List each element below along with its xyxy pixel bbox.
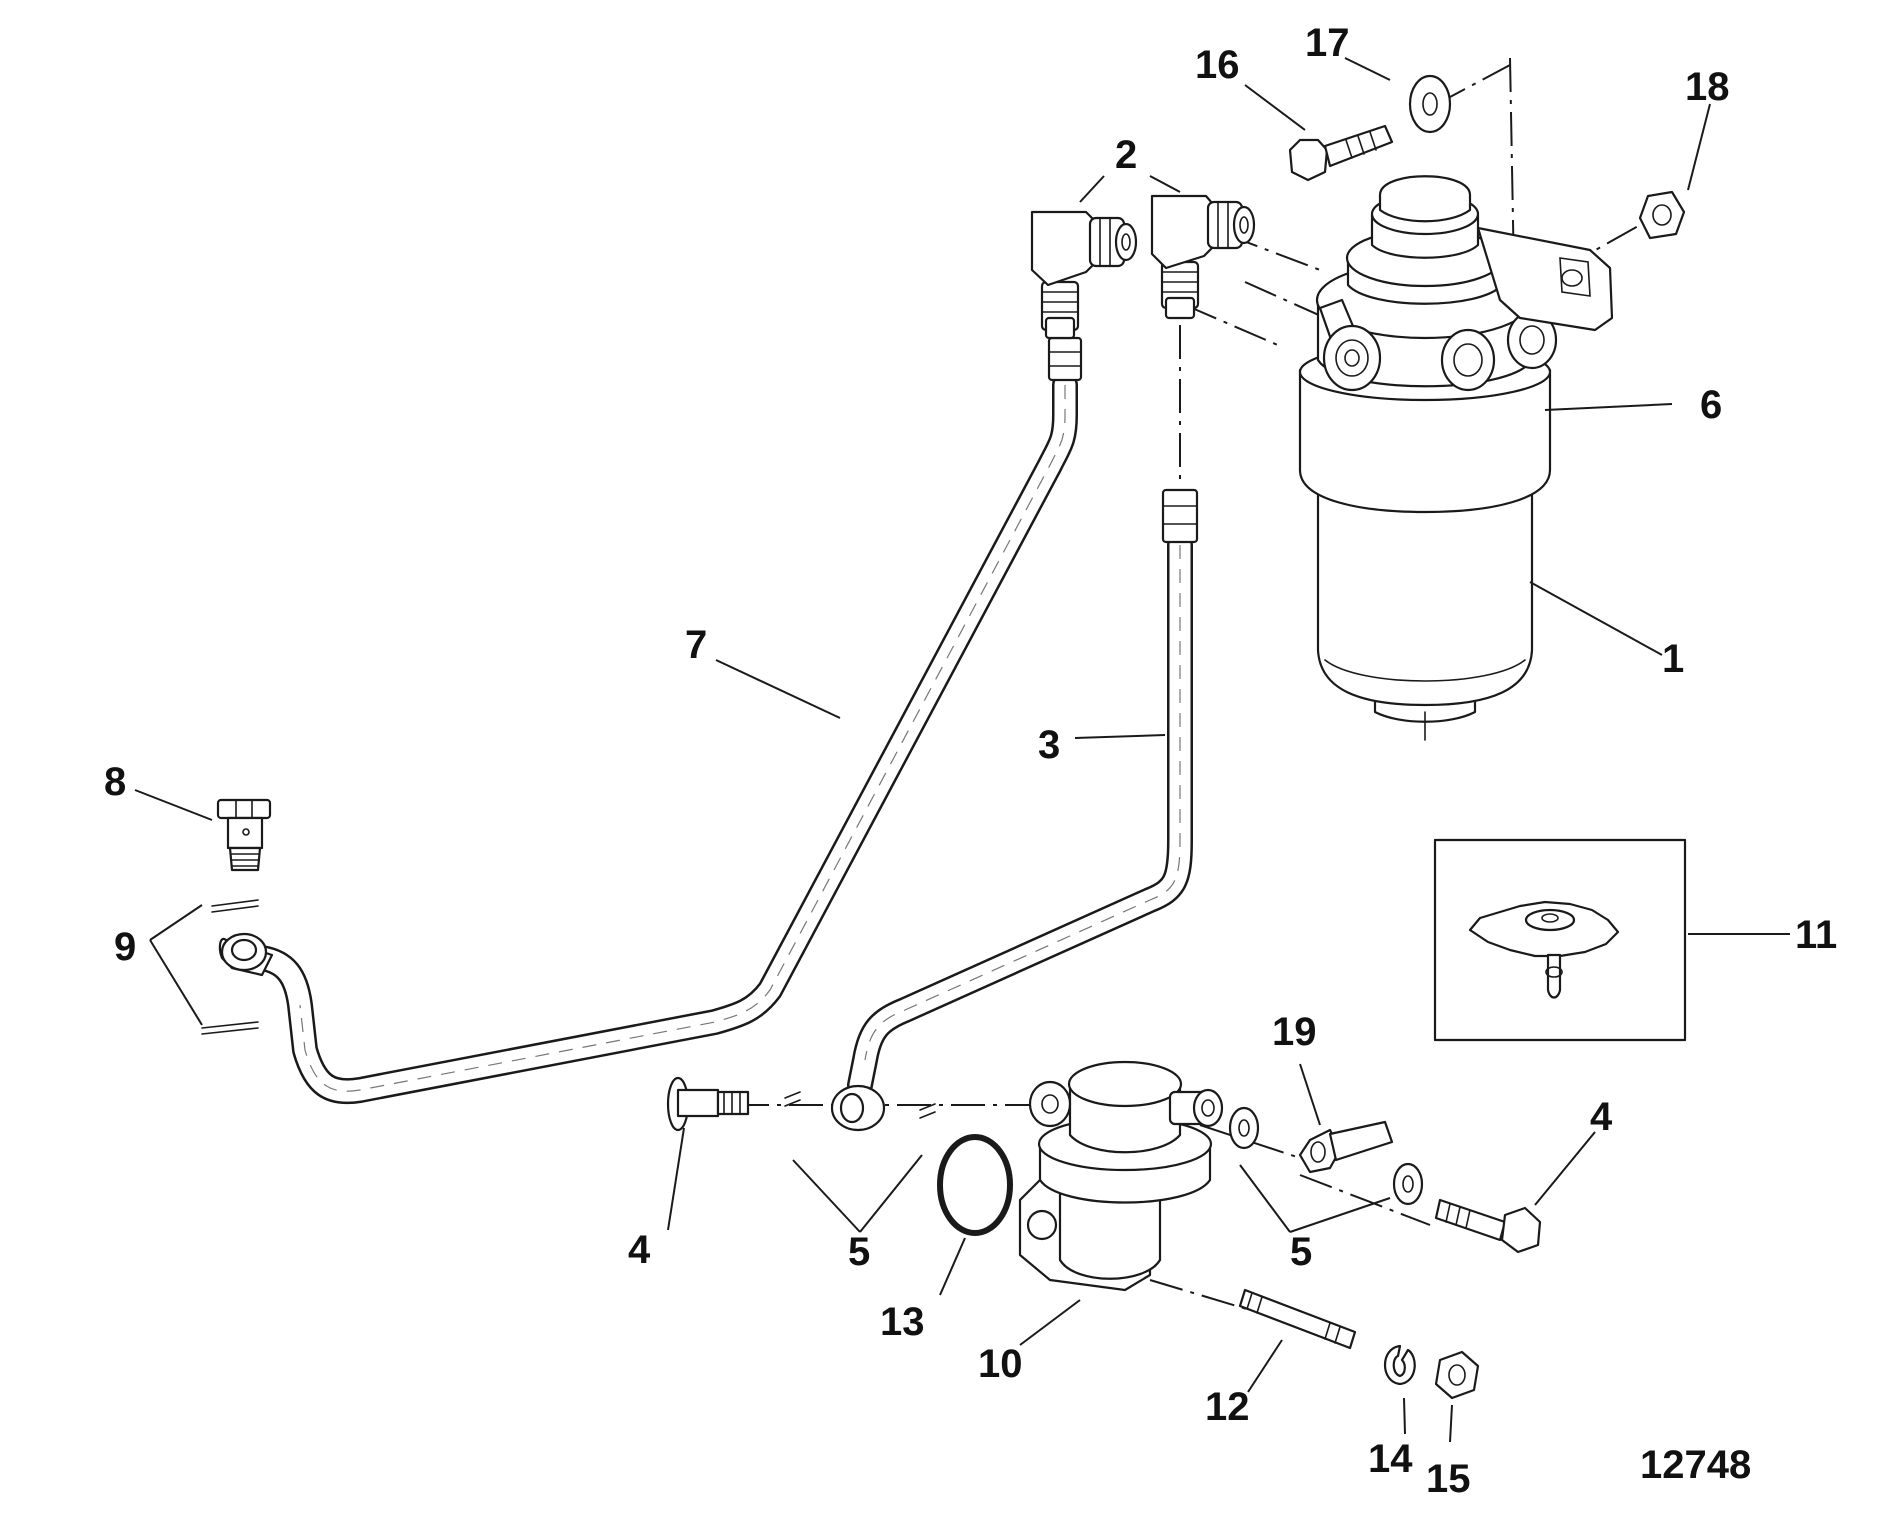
filter-head [1315, 175, 1558, 392]
callout-13: 13 [880, 1300, 925, 1344]
callout-17: 17 [1305, 21, 1350, 65]
fitting-19 [1298, 1120, 1394, 1174]
callout-labels: 1 2 3 4 4 5 5 6 7 8 9 10 11 12 13 14 15 … [104, 21, 1837, 1501]
callout-19: 19 [1272, 1010, 1317, 1054]
washer-17 [1408, 74, 1452, 134]
callout-15: 15 [1426, 1457, 1471, 1501]
filter-bracket [1476, 226, 1614, 332]
nut-15 [1434, 1350, 1480, 1400]
stud-12 [1238, 1288, 1357, 1350]
fuel-line-7 [249, 336, 1083, 1105]
fuel-filter-assembly [1298, 175, 1614, 741]
elbow-fitting-2-right [1150, 194, 1256, 320]
callout-7: 7 [685, 623, 707, 667]
leader-lines [134, 57, 1790, 1443]
bolt-16 [1288, 124, 1394, 182]
callout-4-left: 4 [628, 1228, 651, 1272]
callout-10: 10 [978, 1342, 1023, 1386]
fuel-line-3 [830, 488, 1199, 1132]
nut-18 [1638, 190, 1686, 240]
callout-18: 18 [1685, 65, 1730, 109]
callout-5-left: 5 [848, 1230, 870, 1274]
diaphragm-inset-11 [1433, 838, 1687, 1042]
figure-number: 12748 [1640, 1443, 1751, 1487]
washers-5-right [1228, 1106, 1424, 1206]
banjo-fitting-9 [201, 899, 274, 1035]
callout-9: 9 [114, 925, 136, 969]
callout-12: 12 [1205, 1385, 1250, 1429]
banjo-bolt-8 [216, 798, 272, 872]
callout-16: 16 [1195, 43, 1240, 87]
callout-3: 3 [1038, 723, 1060, 767]
callout-8: 8 [104, 760, 126, 804]
callout-1: 1 [1662, 637, 1684, 681]
callout-5-right: 5 [1290, 1230, 1312, 1274]
lock-washer-14 [1384, 1344, 1416, 1386]
bolt-4-right [1434, 1198, 1542, 1254]
callout-4-right: 4 [1590, 1095, 1613, 1139]
o-ring-13 [937, 1134, 1013, 1236]
callout-2: 2 [1115, 133, 1137, 177]
fuel-pump-10 [1018, 1060, 1224, 1292]
elbow-fitting-2-left [1030, 210, 1138, 340]
callout-6: 6 [1700, 383, 1722, 427]
banjo-bolt-4-left [666, 1076, 936, 1132]
callout-11: 11 [1795, 913, 1837, 957]
callout-14: 14 [1368, 1437, 1413, 1481]
